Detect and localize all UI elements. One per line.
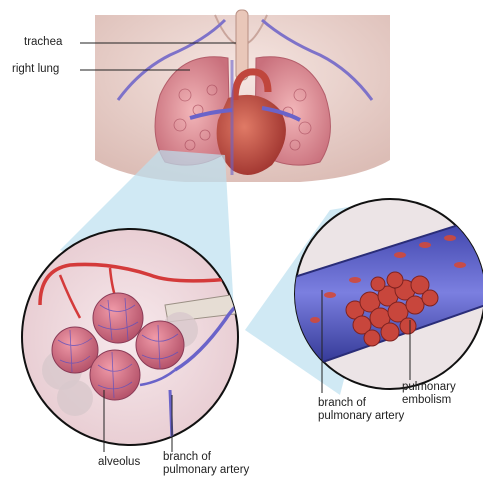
torso (95, 10, 390, 182)
label-branch-left-line1: branch of (163, 451, 211, 464)
label-alveolus: alveolus (98, 456, 140, 469)
label-branch-right-line2: pulmonary artery (318, 410, 404, 423)
label-trachea: trachea (24, 36, 62, 49)
label-embolism-line1: pulmonary (402, 381, 456, 394)
label-branch-right-line1: branch of (318, 397, 366, 410)
label-branch-left-line2: pulmonary artery (163, 464, 249, 477)
label-embolism-line2: embolism (402, 394, 451, 407)
label-right-lung: right lung (12, 63, 59, 76)
